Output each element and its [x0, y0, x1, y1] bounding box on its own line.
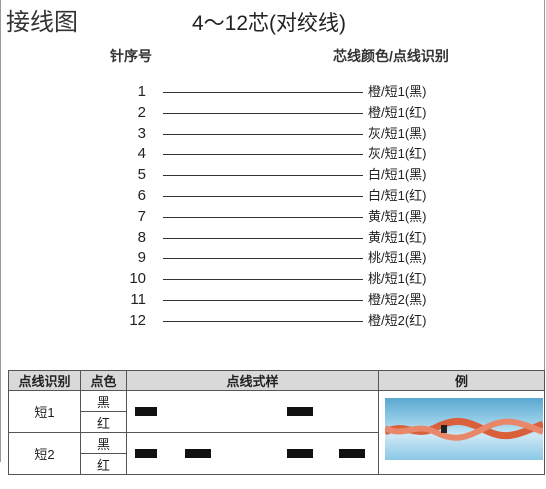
pin-number: 2	[137, 103, 146, 121]
wire-row: 1 橙/短1(黑)	[0, 82, 546, 102]
twisted-pair-icon	[383, 418, 545, 441]
dot-pattern	[126, 390, 379, 433]
pin-number: 4	[137, 145, 146, 163]
example-cell	[378, 390, 545, 475]
wire-color-label: 桃/短1(红)	[368, 271, 427, 287]
wire-color-label: 桃/短1(黑)	[368, 250, 427, 266]
wire-line	[163, 320, 363, 322]
wire-line	[163, 92, 363, 93]
pin-number: 3	[137, 124, 146, 142]
wire-color-label: 灰/短1(黑)	[368, 125, 427, 141]
wire-line	[163, 154, 363, 156]
wire-line	[163, 279, 363, 281]
legend-header-example: 例	[378, 370, 545, 391]
legend-row: 红	[9, 453, 545, 475]
wire-row: 9 桃/短1(黑)	[0, 248, 546, 268]
wire-row: 7 黄/短1(黑)	[0, 207, 546, 227]
pin-number: 9	[137, 249, 146, 267]
legend-color: 红	[80, 453, 127, 475]
legend-row: 短1 黑	[8, 390, 545, 475]
page-title: 接线图	[6, 9, 78, 36]
wire-row: 4 灰/短1(红)	[0, 144, 546, 164]
legend-header-color: 点色	[80, 370, 127, 391]
wire-row: 8 黄/短1(红)	[0, 228, 546, 248]
wire-color-label: 橙/短2(红)	[368, 312, 427, 328]
wire-color-label: 黄/短1(黑)	[368, 208, 427, 224]
wire-line	[163, 112, 363, 114]
page-subtitle: 4〜12芯(对绞线)	[192, 12, 347, 35]
wire-row: 6 白/短1(红)	[0, 186, 546, 206]
pin-number: 11	[130, 291, 146, 308]
wire-line	[163, 133, 363, 135]
wire-line	[163, 237, 363, 239]
wire-color-label: 灰/短1(红)	[368, 146, 427, 162]
pin-number: 10	[129, 270, 146, 288]
wire-line	[163, 196, 363, 197]
cable-example-image	[383, 398, 545, 460]
wire-color-label: 橙/短1(红)	[368, 104, 427, 120]
pin-number: 1	[137, 83, 146, 100]
pin-number: 5	[137, 166, 146, 184]
wire-line	[163, 175, 363, 177]
wire-line	[163, 300, 363, 301]
dot-pattern	[126, 432, 379, 475]
legend-header-pattern: 点线式样	[126, 370, 379, 391]
pin-number: 8	[137, 228, 146, 246]
legend-color: 黑	[80, 432, 127, 454]
wire-color-label: 白/短1(黑)	[368, 167, 427, 183]
pin-column-header: 针序号	[110, 48, 152, 64]
pattern-mark	[135, 407, 157, 416]
wire-color-label: 橙/短2(黑)	[368, 292, 427, 307]
legend-color: 黑	[80, 390, 127, 412]
wire-color-label: 白/短1(红)	[368, 188, 427, 203]
wire-line	[163, 258, 363, 260]
pattern-mark	[185, 449, 211, 458]
page-frame	[0, 0, 545, 462]
wire-row: 3 灰/短1(黑)	[0, 124, 546, 144]
wire-color-label: 橙/短1(黑)	[368, 84, 427, 99]
pin-number: 7	[137, 207, 146, 225]
wire-line	[163, 216, 363, 218]
pin-number: 12	[129, 311, 146, 329]
pin-number: 6	[137, 187, 146, 204]
color-column-header: 芯线颜色/点线识别	[333, 48, 449, 64]
legend-table: 点线识别 点色 点线式样 例 短1 黑 红 短2 黑	[8, 370, 545, 475]
wire-row: 2 橙/短1(红)	[0, 103, 546, 123]
pattern-mark	[339, 449, 365, 458]
wire-row: 11 橙/短2(黑)	[0, 290, 546, 310]
legend-id: 短1	[8, 390, 81, 433]
wire-color-label: 黄/短1(红)	[368, 229, 427, 245]
legend-header-id: 点线识别	[8, 370, 81, 391]
legend-color: 红	[80, 411, 127, 433]
pattern-mark	[287, 449, 313, 458]
legend-header-row: 点线识别 点色 点线式样 例	[8, 370, 545, 391]
pattern-mark	[287, 407, 313, 416]
wire-row: 5 白/短1(黑)	[0, 165, 546, 185]
pattern-mark	[135, 449, 157, 458]
wire-row: 12 橙/短2(红)	[0, 311, 546, 331]
legend-id: 短2	[8, 432, 81, 475]
wire-row: 10 桃/短1(红)	[0, 269, 546, 289]
